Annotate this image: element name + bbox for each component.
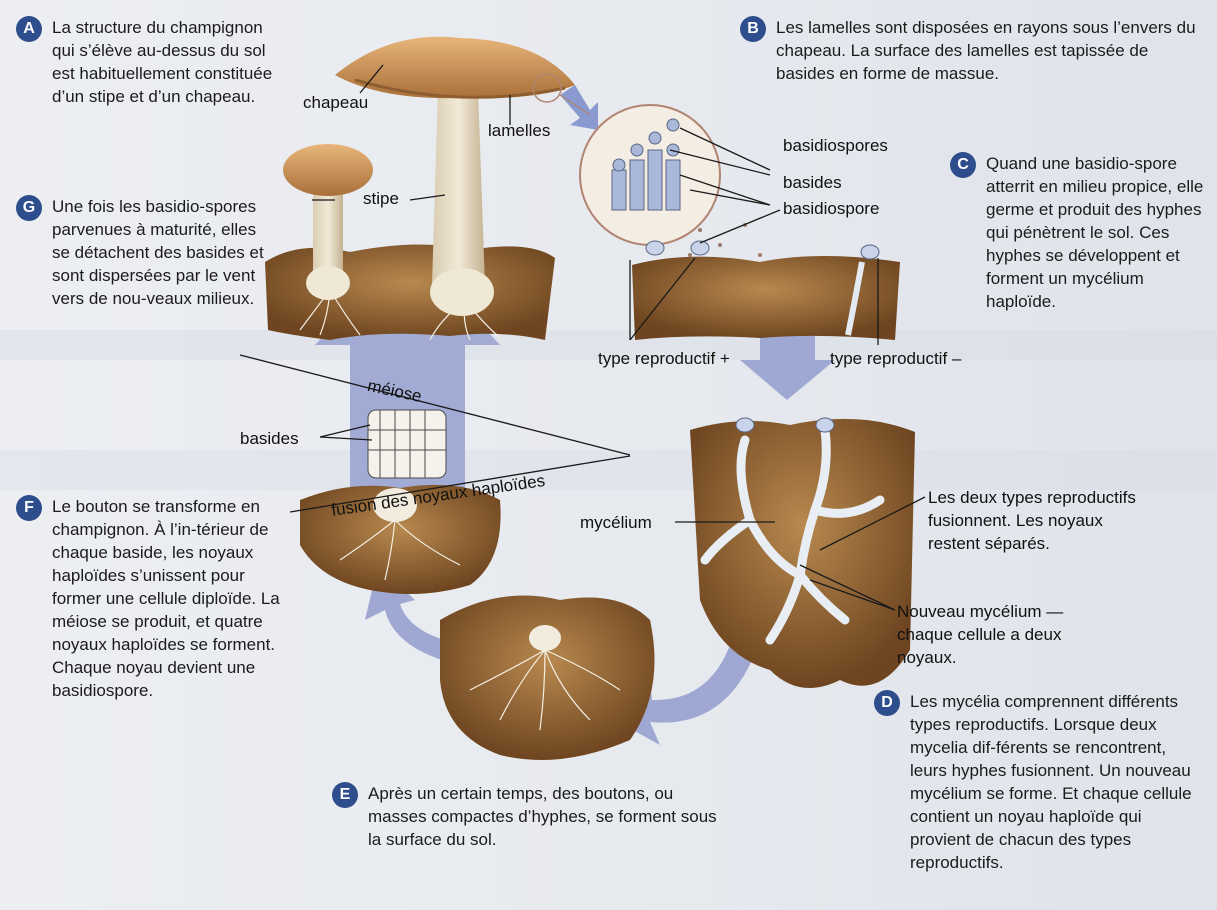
step-f-text: Le bouton se transforme en champignon. À… — [52, 495, 286, 702]
step-e-badge: E — [332, 782, 358, 808]
step-d-badge: D — [874, 690, 900, 716]
label-basides-top: basides — [783, 172, 842, 193]
label-lamelles: lamelles — [488, 120, 550, 141]
label-basides-mid: basides — [240, 428, 299, 449]
step-c: C Quand une basidio-spore atterrit en mi… — [950, 152, 1212, 313]
step-d-text: Les mycélia comprennent différents types… — [910, 690, 1204, 874]
step-c-badge: C — [950, 152, 976, 178]
step-f: F Le bouton se transforme en champignon.… — [16, 495, 286, 702]
mycelium-soil — [690, 418, 915, 688]
label-chapeau: chapeau — [303, 92, 368, 113]
label-stipe: stipe — [363, 188, 399, 209]
step-b-text: Les lamelles sont disposées en rayons so… — [776, 16, 1210, 85]
step-e-text: Après un certain temps, des boutons, ou … — [368, 782, 732, 851]
step-e: E Après un certain temps, des boutons, o… — [332, 782, 732, 851]
label-fusion-types: Les deux types reproductifs fusionnent. … — [928, 486, 1138, 555]
step-d: D Les mycélia comprennent différents typ… — [874, 690, 1204, 874]
label-type-plus: type reproductif + — [598, 348, 730, 369]
step-a-badge: A — [16, 16, 42, 42]
step-g-text: Une fois les basidio-spores parvenues à … — [52, 195, 274, 310]
step-g: G Une fois les basidio-spores parvenues … — [16, 195, 274, 310]
step-a: A La structure du champignon qui s’élève… — [16, 16, 286, 108]
step-g-badge: G — [16, 195, 42, 221]
label-mycelium: mycélium — [580, 512, 652, 533]
label-type-minus: type reproductif – — [830, 348, 961, 369]
step-f-badge: F — [16, 495, 42, 521]
bouton-soil — [440, 596, 655, 761]
label-basidiospore: basidiospore — [783, 198, 879, 219]
step-b: B Les lamelles sont disposées en rayons … — [740, 16, 1210, 85]
basides-cluster — [368, 410, 446, 478]
mushroom-soil-block — [265, 37, 575, 340]
basides-magnifier — [533, 74, 720, 245]
germination-soil — [632, 241, 900, 340]
step-b-badge: B — [740, 16, 766, 42]
label-basidiospores: basidiospores — [783, 135, 888, 156]
label-nouveau-mycelium: Nouveau mycélium — chaque cellule a deux… — [897, 600, 1087, 669]
step-a-text: La structure du champignon qui s’élève a… — [52, 16, 286, 108]
step-c-text: Quand une basidio-spore atterrit en mili… — [986, 152, 1212, 313]
